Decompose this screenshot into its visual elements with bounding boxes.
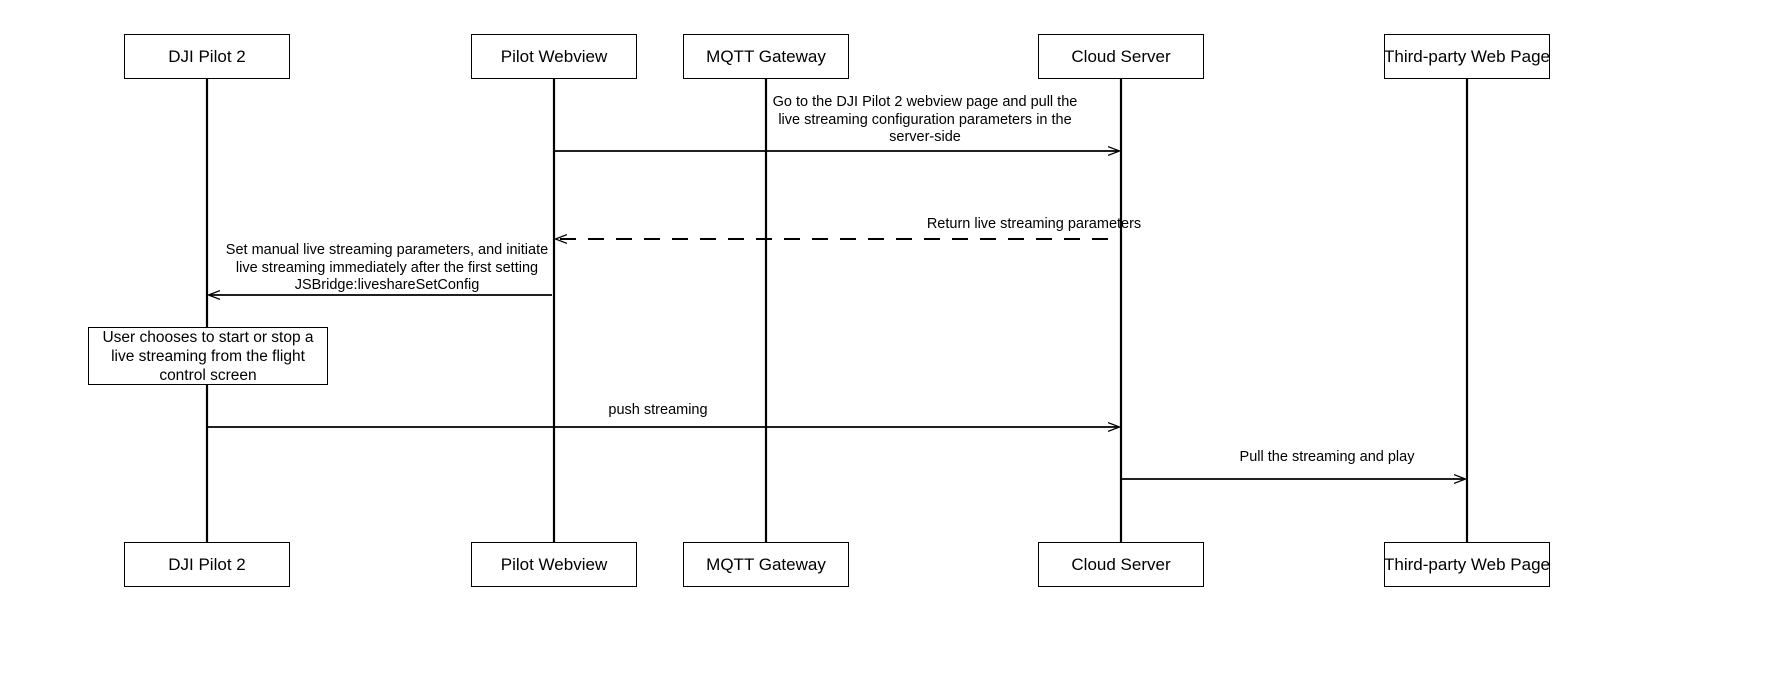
actor-box-pilot-webview-bottom[interactable]: Pilot Webview xyxy=(471,542,637,587)
actor-box-cloud-server-top[interactable]: Cloud Server xyxy=(1038,34,1204,79)
actor-label-third-party-web-page-bottom: Third-party Web Page xyxy=(1384,554,1550,574)
message-label-line: live streaming immediately after the fir… xyxy=(235,259,539,276)
message-label-line: server-side xyxy=(889,129,961,145)
actor-box-dji-pilot-2-bottom[interactable]: DJI Pilot 2 xyxy=(124,542,290,587)
lifeline-group xyxy=(205,79,1469,542)
message-label-line-bold: JSBridge:liveshareSetConfig xyxy=(294,277,480,293)
actor-label-dji-pilot-2-bottom: DJI Pilot 2 xyxy=(168,554,246,574)
actor-label-cloud-server-bottom: Cloud Server xyxy=(1071,554,1171,574)
message-label-line: Pull the streaming and play xyxy=(1239,449,1415,465)
note-text: User chooses to start or stop a live str… xyxy=(102,328,313,385)
actor-label-mqtt-gateway-bottom: MQTT Gateway xyxy=(706,554,826,574)
actor-box-dji-pilot-2-top[interactable]: DJI Pilot 2 xyxy=(124,34,290,79)
actor-box-pilot-webview-top[interactable]: Pilot Webview xyxy=(471,34,637,79)
note-line: User chooses to start or stop a xyxy=(102,328,314,346)
message-label-line: Go to the DJI Pilot 2 webview page and p… xyxy=(772,94,1078,110)
message-label-set-manual-params: Set manual live streaming parameters, an… xyxy=(187,242,587,295)
actor-box-third-party-web-page-top[interactable]: Third-party Web Page xyxy=(1384,34,1550,79)
message-label-line: Set manual live streaming parameters, an… xyxy=(225,242,549,258)
actor-label-cloud-server-top: Cloud Server xyxy=(1071,46,1171,66)
actor-box-cloud-server-bottom[interactable]: Cloud Server xyxy=(1038,542,1204,587)
message-label-go-to-webview: Go to the DJI Pilot 2 webview page and p… xyxy=(683,94,1167,147)
actor-label-pilot-webview-bottom: Pilot Webview xyxy=(500,554,608,574)
message-label-push-streaming: push streaming xyxy=(512,402,804,420)
message-label-return-params: Return live streaming parameters xyxy=(712,216,1356,234)
message-label-pull-streaming: Pull the streaming and play xyxy=(1142,449,1512,467)
actor-box-mqtt-gateway-bottom[interactable]: MQTT Gateway xyxy=(683,542,849,587)
actor-box-mqtt-gateway-top[interactable]: MQTT Gateway xyxy=(683,34,849,79)
message-label-line: live streaming configuration parameters … xyxy=(778,111,1072,128)
actor-label-dji-pilot-2-top: DJI Pilot 2 xyxy=(168,46,246,66)
note-line: live streaming from the flight xyxy=(111,347,305,365)
message-label-line: push streaming xyxy=(608,402,708,418)
actor-label-third-party-web-page-top: Third-party Web Page xyxy=(1384,46,1550,66)
actor-box-third-party-web-page-bottom[interactable]: Third-party Web Page xyxy=(1384,542,1550,587)
message-label-line: Return live streaming parameters xyxy=(926,216,1142,232)
note-line: control screen xyxy=(159,366,257,384)
actor-label-mqtt-gateway-top: MQTT Gateway xyxy=(706,46,826,66)
actor-label-pilot-webview-top: Pilot Webview xyxy=(500,46,608,66)
note-user-chooses: User chooses to start or stop a live str… xyxy=(88,327,328,385)
